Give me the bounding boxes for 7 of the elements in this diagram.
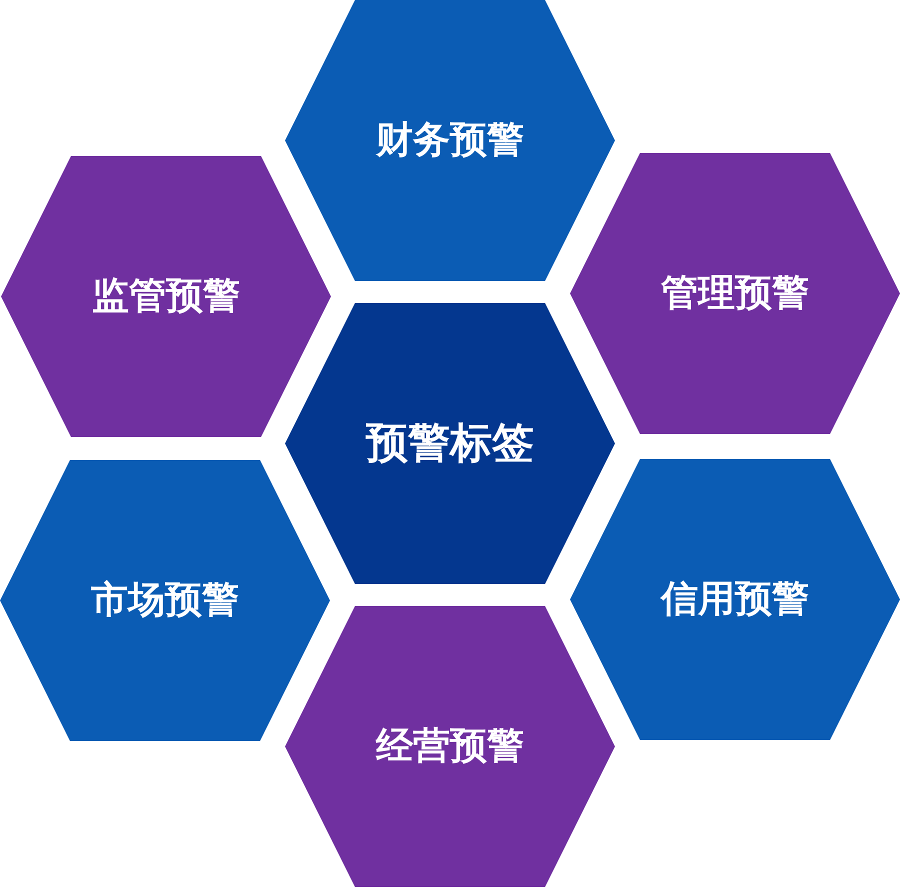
hexagon-label: 管理预警 (661, 272, 809, 314)
hexagon-label: 预警标签 (366, 418, 534, 468)
hexagon-label: 财务预警 (376, 118, 524, 162)
hexagon-label: 信用预警 (661, 578, 809, 620)
hexagon-label: 监管预警 (92, 274, 240, 318)
hexagon-label: 市场预警 (91, 578, 239, 622)
hexagon-label: 经营预警 (376, 724, 524, 768)
